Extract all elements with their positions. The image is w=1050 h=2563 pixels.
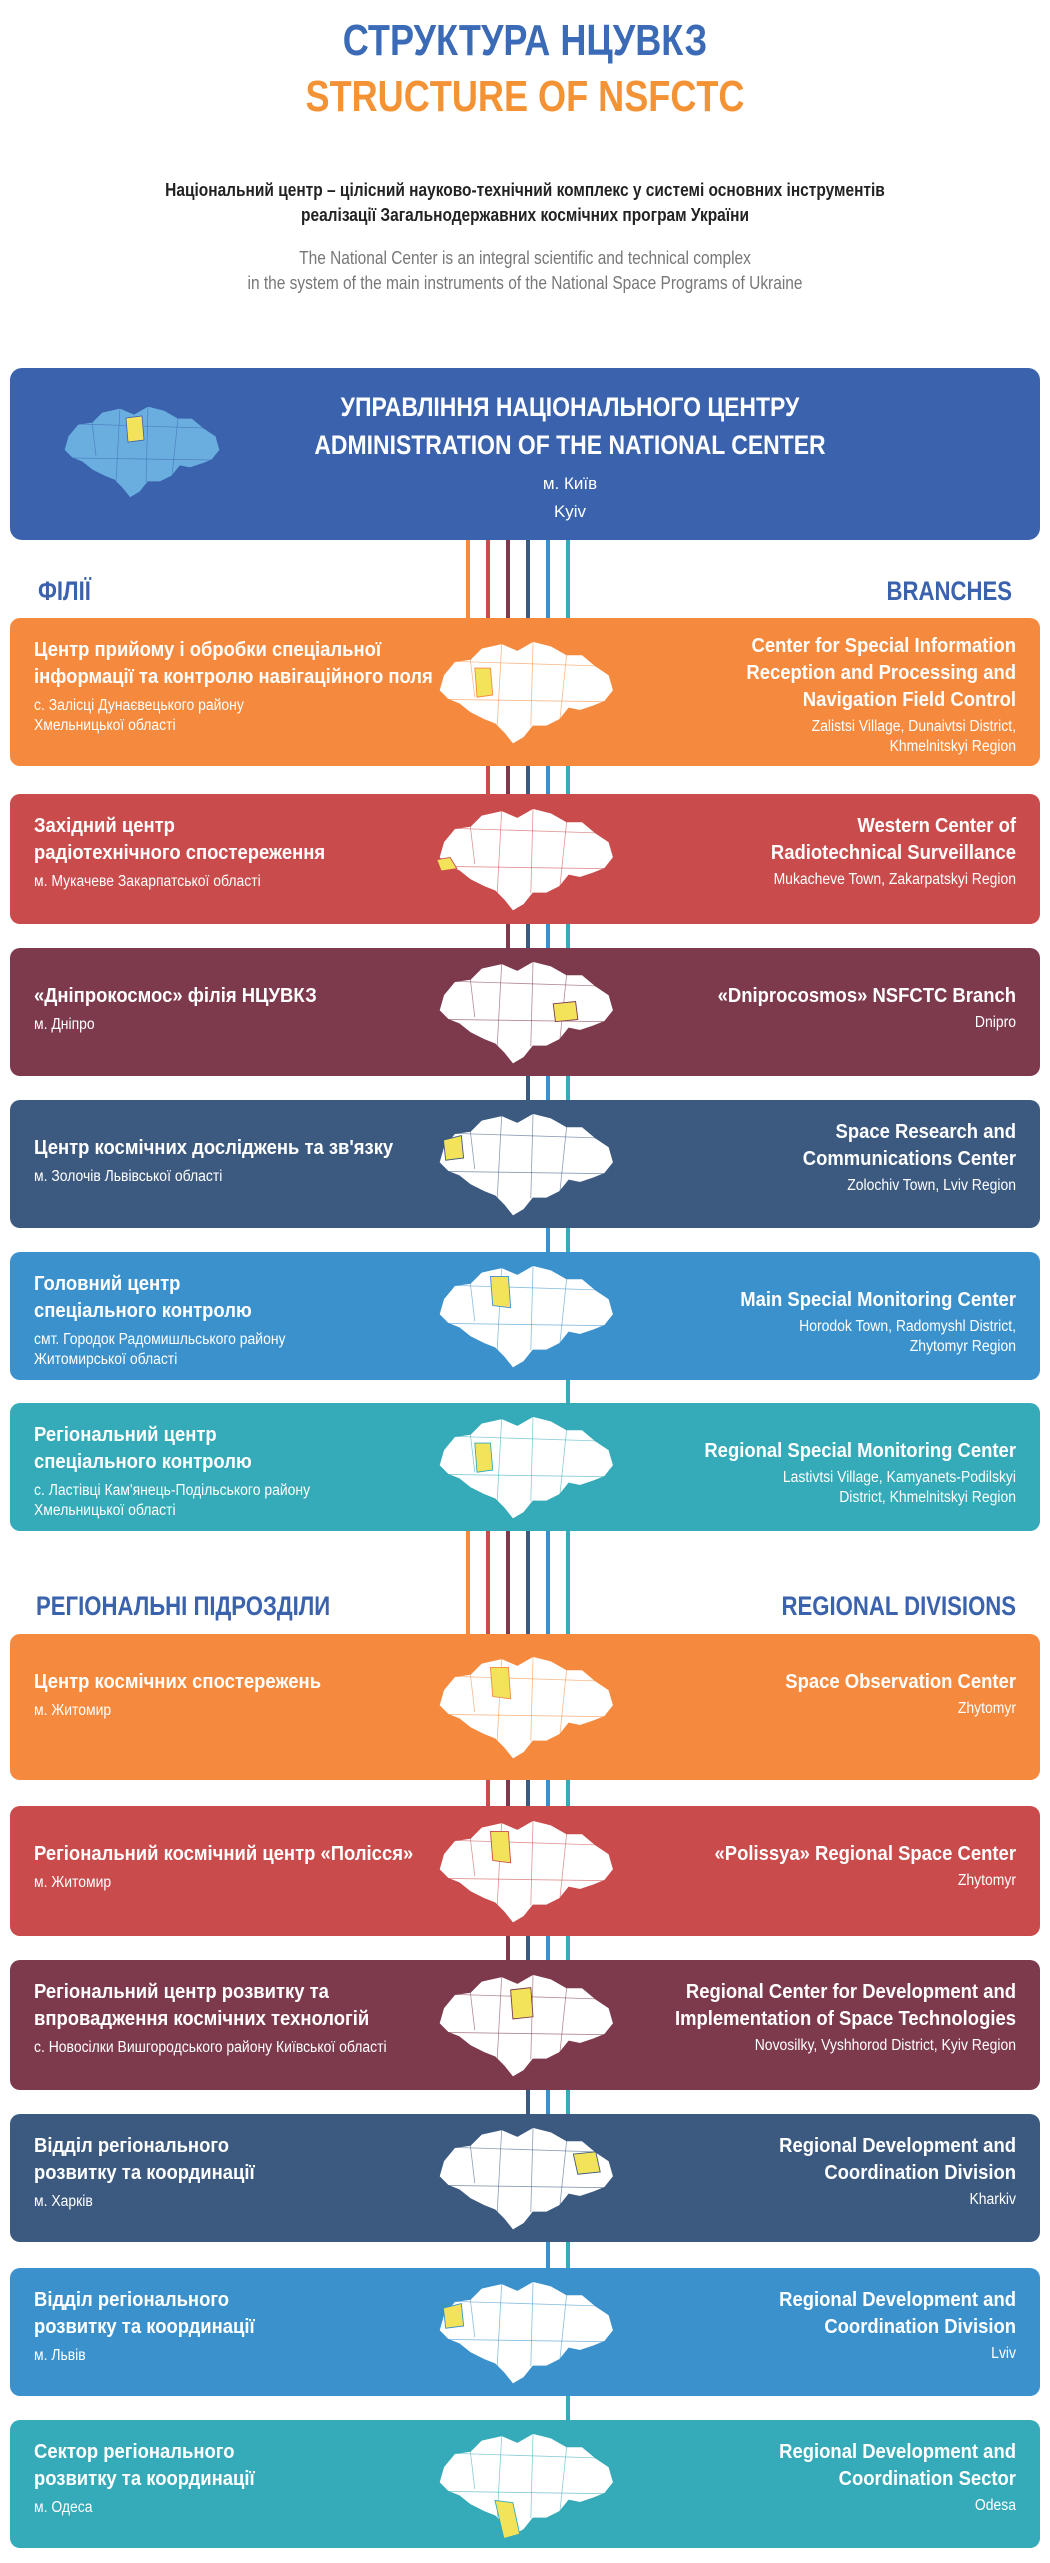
divisions-item-card: Центр космічних спостережень м. Житомир Sp…	[10, 1634, 1040, 1780]
divisions-item-place-ua: с. Новосілки Вишгородського району Київс…	[34, 2039, 387, 2056]
branches-item-card: Центр космічних досліджень та зв'язку м. …	[10, 1100, 1040, 1228]
admin-title-en: ADMINISTRATION OF THE NATIONAL CENTER	[314, 430, 826, 460]
divisions-item-place-en: Zhytomyr	[957, 1872, 1016, 1889]
divisions-item-title-en: Space Observation Center	[785, 1670, 1016, 1693]
divisions-item-card: Відділ регіонального розвитку та координ…	[10, 2268, 1040, 2396]
divisions-heading-en: REGIONAL DIVISIONS	[781, 1591, 1016, 1621]
ukraine-map-icon	[438, 640, 615, 746]
admin-title-ua: УПРАВЛІННЯ НАЦІОНАЛЬНОГО ЦЕНТРУ	[340, 392, 800, 422]
divisions-item-title-ua: Регіональний космічний центр «Полісся»	[34, 1842, 414, 1865]
branches-item-card: Головний центр спеціального контролю смт.…	[10, 1252, 1040, 1380]
branches-item-place-ua: с. Залісці Дунаєвецького району Хмельниц…	[34, 697, 244, 734]
intro-en: The National Center is an integral scien…	[247, 248, 803, 293]
divisions-item-title-ua: Відділ регіонального розвитку та координ…	[34, 2134, 255, 2184]
branches-item-title-en: Main Special Monitoring Center	[740, 1288, 1016, 1311]
branches-item-place-en: Zolochiv Town, Lviv Region	[847, 1177, 1016, 1194]
branches-item-place-en: Dnipro	[974, 1014, 1016, 1031]
administration-card: УПРАВЛІННЯ НАЦІОНАЛЬНОГО ЦЕНТРУ ADMINIST…	[10, 368, 1040, 540]
divisions-item-place-en: Lviv	[991, 2345, 1016, 2362]
ukraine-map-icon	[438, 2280, 615, 2386]
divisions-item-title-en: Regional Center for Development and Impl…	[674, 1980, 1016, 2030]
ukraine-map-icon	[438, 960, 615, 1066]
branches-item-title-ua: Західний центр радіотехнічного спостереж…	[34, 814, 326, 864]
ukraine-map-icon	[63, 405, 221, 499]
branches-item-place-en: Horodok Town, Radomyshl District, Zhytom…	[799, 1318, 1016, 1355]
divisions-heading-ua: РЕГІОНАЛЬНІ ПІДРОЗДІЛИ	[36, 1591, 331, 1621]
branches-item-title-en: Space Research and Communications Center	[802, 1120, 1016, 1170]
divisions-item-place-ua: м. Харків	[34, 2193, 93, 2210]
divisions-item-title-ua: Відділ регіонального розвитку та координ…	[34, 2288, 255, 2338]
admin-city-en: Kyiv	[553, 502, 587, 521]
divisions-item-title-ua: Сектор регіонального розвитку та координ…	[34, 2440, 255, 2490]
page-title-ua: СТРУКТУРА НЦУВКЗ	[342, 16, 708, 65]
branches-item-card: Західний центр радіотехнічного спостереж…	[10, 794, 1040, 924]
branches-item-title-en: Regional Special Monitoring Center	[704, 1439, 1016, 1462]
divisions-item-place-en: Kharkiv	[969, 2191, 1016, 2208]
branches-item-card: «Дніпрокосмос» філія НЦУВКЗ м. Дніпро «Dni…	[10, 948, 1040, 1076]
divisions-item-place-ua: м. Житомир	[34, 1874, 112, 1891]
branches-heading-en: BRANCHES	[886, 576, 1012, 606]
ukraine-map-icon	[438, 2432, 615, 2540]
divisions-item-card: Сектор регіонального розвитку та координ…	[10, 2420, 1040, 2548]
branches-heading-ua: ФІЛІЇ	[38, 576, 91, 606]
branches-item-title-ua: Центр прийому і обробки спеціальної інфо…	[34, 638, 433, 688]
ukraine-map-icon	[438, 1655, 615, 1761]
branches-item-place-en: Mukacheve Town, Zakarpatskyi Region	[773, 871, 1016, 888]
branches-item-title-ua: «Дніпрокосмос» філія НЦУВКЗ	[34, 984, 317, 1007]
divisions-item-place-en: Novosilky, Vyshhorod District, Kyiv Regi…	[754, 2037, 1016, 2054]
branches-item-place-ua: м. Золочів Львівської області	[34, 1168, 223, 1185]
ukraine-map-icon	[438, 1264, 615, 1370]
divisions-item-title-en: Regional Development and Coordination Di…	[779, 2288, 1016, 2338]
branches-item-title-en: «Dniprocosmos» NSFCTC Branch	[717, 984, 1016, 1007]
branches-item-title-ua: Регіональний центр спеціального контролю	[34, 1423, 252, 1473]
branches-item-title-en: Western Center of Radiotechnical Surveil…	[770, 814, 1016, 864]
divisions-item-place-en: Odesa	[974, 2497, 1016, 2514]
branches-item-place-ua: м. Мукачеве Закарпатської області	[34, 873, 261, 890]
divisions-item-place-ua: м. Житомир	[34, 1702, 112, 1719]
ukraine-map-icon	[438, 2126, 615, 2232]
divisions-item-card: Відділ регіонального розвитку та координ…	[10, 2114, 1040, 2242]
ukraine-map-icon	[438, 1112, 615, 1218]
branches-item-place-ua: с. Ластівці Кам'янець-Подільського район…	[34, 1482, 311, 1519]
divisions-item-card: Регіональний центр розвитку та впровадже…	[10, 1960, 1040, 2090]
divisions-item-title-en: Regional Development and Coordination Se…	[779, 2440, 1016, 2490]
divisions-item-title-en: «Polissya» Regional Space Center	[714, 1842, 1016, 1865]
admin-city-ua: м. Київ	[542, 474, 598, 493]
divisions-item-place-ua: м. Львів	[34, 2347, 86, 2364]
ukraine-map-icon	[438, 1973, 615, 2079]
divisions-item-place-en: Zhytomyr	[957, 1700, 1016, 1717]
branches-item-place-en: Lastivtsi Village, Kamyanets-Podilskyi D…	[782, 1469, 1016, 1506]
divisions-item-card: Регіональний космічний центр «Полісся» м.…	[10, 1806, 1040, 1936]
branches-item-place-ua: м. Дніпро	[34, 1016, 95, 1033]
ukraine-map-icon	[436, 807, 615, 913]
divisions-item-title-ua: Центр космічних спостережень	[34, 1670, 322, 1693]
ukraine-map-icon	[438, 1819, 615, 1925]
branches-item-title-ua: Центр космічних досліджень та зв'язку	[34, 1136, 394, 1159]
divisions-item-place-ua: м. Одеса	[34, 2499, 93, 2516]
ukraine-map-icon	[438, 1415, 615, 1521]
branches-item-place-ua: смт. Городок Радомишльського району Жито…	[34, 1331, 286, 1368]
divisions-item-title-en: Regional Development and Coordination Di…	[779, 2134, 1016, 2184]
page-title-en: STRUCTURE OF NSFCTC	[305, 72, 745, 121]
branches-item-title-ua: Головний центр спеціального контролю	[34, 1272, 252, 1322]
branches-item-title-en: Center for Special Information Reception…	[746, 634, 1016, 711]
branches-item-place-en: Zalistsi Village, Dunaivtsi District, Kh…	[811, 718, 1016, 755]
branches-item-card: Регіональний центр спеціального контролю…	[10, 1403, 1040, 1531]
divisions-item-title-ua: Регіональний центр розвитку та впровадже…	[34, 1980, 370, 2030]
intro-ua: Національний центр – цілісний науково-те…	[165, 180, 885, 225]
branches-item-card: Центр прийому і обробки спеціальної інфо…	[10, 618, 1040, 766]
